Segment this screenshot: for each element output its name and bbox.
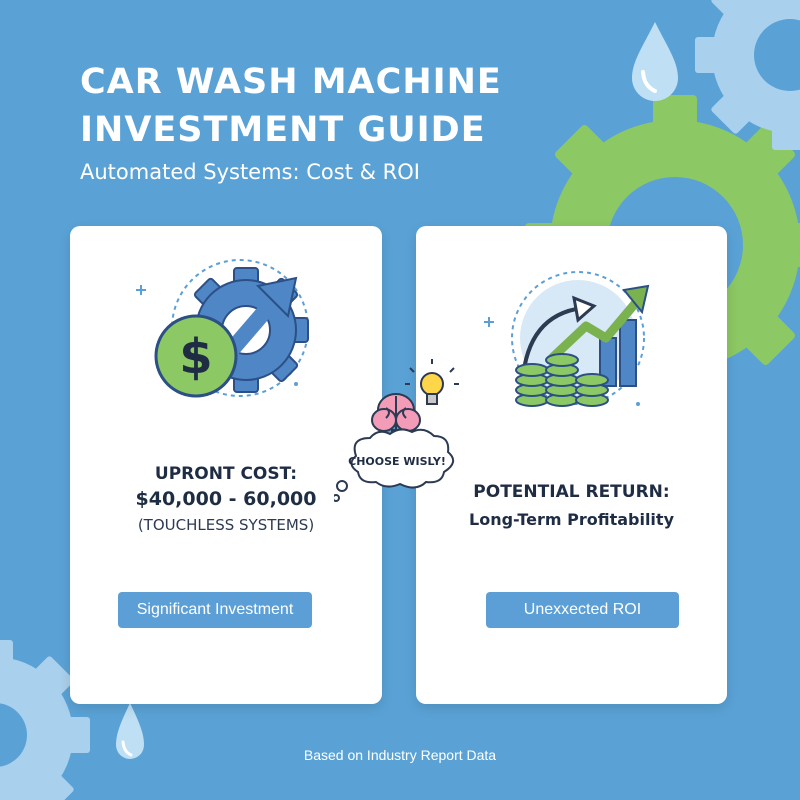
title-line-2: INVESTMENT GUIDE (80, 110, 486, 150)
thought-bubble (334, 359, 459, 502)
upfront-cost-card: $ UPRONT COST: $40,000 - 60,000 (TOUCHLE… (70, 226, 382, 704)
return-subheading: Long-Term Profitability (469, 510, 674, 529)
light-gear-icon (695, 0, 800, 150)
unexpected-roi-button[interactable]: Unexxected ROI (486, 592, 679, 628)
choose-wisely-text: CHOOSE WISLY! (348, 455, 446, 468)
page-subtitle: Automated Systems: Cost & ROI (80, 160, 420, 184)
dollar-gear-arrow-icon: $ (136, 259, 309, 398)
page-title: CAR WASH MACHINE INVESTMENT GUIDE (80, 58, 600, 154)
potential-return-card: POTENTIAL RETURN: Long-Term Profitabilit… (416, 226, 727, 704)
water-drop-icon (116, 703, 144, 759)
title-line-1: CAR WASH MACHINE (80, 62, 502, 102)
potential-return-heading: POTENTIAL RETURN: (473, 482, 670, 502)
light-gear-icon (0, 640, 90, 800)
lightbulb-icon (405, 359, 459, 405)
coins-growth-chart-icon (484, 271, 650, 407)
footer-source: Based on Industry Report Data (303, 747, 497, 763)
significant-investment-button[interactable]: Significant Investment (118, 592, 312, 628)
upfront-cost-heading: UPRONT COST: (154, 464, 298, 484)
cloud-bubble (334, 428, 455, 502)
water-drop-icon (632, 22, 678, 101)
svg-text:$: $ (179, 329, 212, 385)
cost-note: (TOUCHLESS SYSTEMS) (137, 516, 315, 534)
cost-amount: $40,000 - 60,000 (135, 488, 317, 510)
